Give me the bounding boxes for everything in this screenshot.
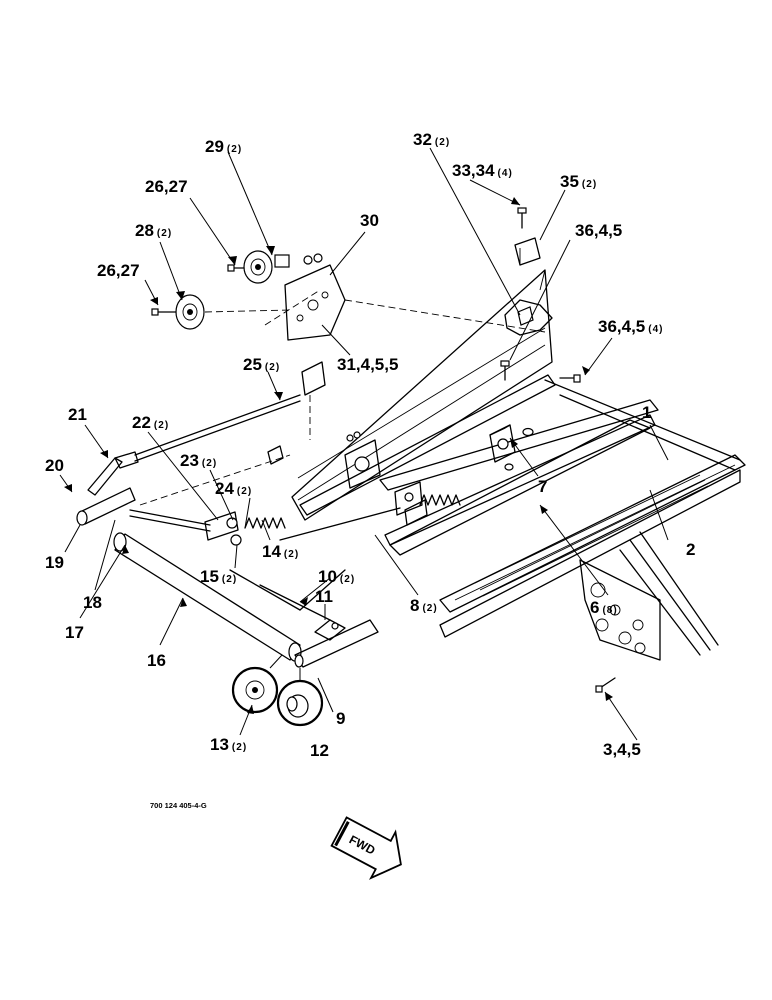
bolt-36-right	[559, 374, 581, 383]
callout-11: 11	[315, 587, 333, 606]
callout-26-27-upper: 26,27	[145, 177, 188, 196]
callout-17: 17	[65, 623, 84, 642]
bracket-11	[314, 619, 346, 641]
callout-18: 18	[83, 593, 102, 612]
leader-lines	[59, 147, 669, 741]
roller-19	[76, 487, 136, 526]
bracket-35	[514, 237, 541, 266]
callout-28: 28(2)	[135, 221, 172, 240]
right-bearing-block	[394, 481, 428, 526]
callout-29: 29(2)	[205, 137, 242, 156]
callout-22: 22(2)	[132, 413, 169, 432]
callout-14: 14(2)	[262, 542, 299, 561]
detail-bearing-13	[231, 654, 283, 714]
side-plate	[579, 559, 661, 661]
bracket-25	[267, 361, 326, 465]
callout-23: 23(2)	[180, 451, 217, 470]
arm-21	[87, 451, 139, 496]
callout-2: 2	[686, 540, 695, 559]
callout-9: 9	[336, 709, 345, 728]
detail-bushing-12	[276, 668, 324, 727]
rod-10	[259, 584, 331, 621]
callout-36-4-5-right: 36,4,5(4)	[598, 317, 664, 336]
callout-20: 20	[45, 456, 64, 475]
mount-plate-30	[264, 253, 546, 341]
rear-panel	[291, 269, 553, 521]
callout-12: 12	[310, 741, 329, 760]
fwd-arrow-icon: FWD	[330, 816, 402, 880]
callout-19: 19	[45, 553, 64, 572]
callout-7: 7	[538, 477, 547, 496]
drawing-number: 700 124 405-4-G	[150, 801, 207, 810]
callout-13: 13(2)	[210, 735, 247, 754]
spring-14	[244, 517, 286, 529]
bolt-33-34	[517, 207, 527, 229]
callout-21: 21	[68, 405, 87, 424]
bushing-32	[504, 299, 553, 336]
callout-33-34: 33,34(4)	[452, 161, 513, 180]
callout-24: 24(2)	[215, 479, 252, 498]
callout-6: 6(8)	[590, 598, 618, 617]
callout-32: 32(2)	[413, 130, 450, 149]
callout-1: 1	[642, 403, 651, 422]
bolt-36-upper	[500, 360, 510, 381]
bearing-block	[489, 424, 534, 471]
sickle-bar	[389, 419, 746, 638]
frame-rails	[299, 374, 741, 656]
idler-pulley-29	[227, 250, 290, 284]
rod-8	[229, 507, 401, 611]
callout-36-4-5-upper: 36,4,5	[575, 221, 622, 240]
spring-8-center	[419, 494, 461, 506]
center-bearing	[344, 431, 381, 489]
callout-15: 15(2)	[200, 567, 237, 586]
callout-26-27-lower: 26,27	[97, 261, 140, 280]
callout-16: 16	[147, 651, 166, 670]
callout-8: 8(2)	[410, 596, 438, 615]
callout-25: 25(2)	[243, 355, 280, 374]
callout-labels: 29(2) 26,27 28(2) 26,27 30 31,4,5,5 32(2…	[45, 130, 695, 760]
callout-35: 35(2)	[560, 172, 597, 191]
leader-arrowheads	[64, 197, 613, 714]
callout-10: 10(2)	[318, 567, 355, 586]
callout-30: 30	[360, 211, 379, 230]
callout-3-4-5: 3,4,5	[603, 740, 641, 759]
bolt-3-4-5	[595, 677, 616, 693]
clamp-22	[204, 511, 242, 546]
callout-31: 31,4,5,5	[337, 355, 398, 374]
idler-pulley-28	[151, 294, 291, 330]
shaft-9	[294, 619, 379, 668]
